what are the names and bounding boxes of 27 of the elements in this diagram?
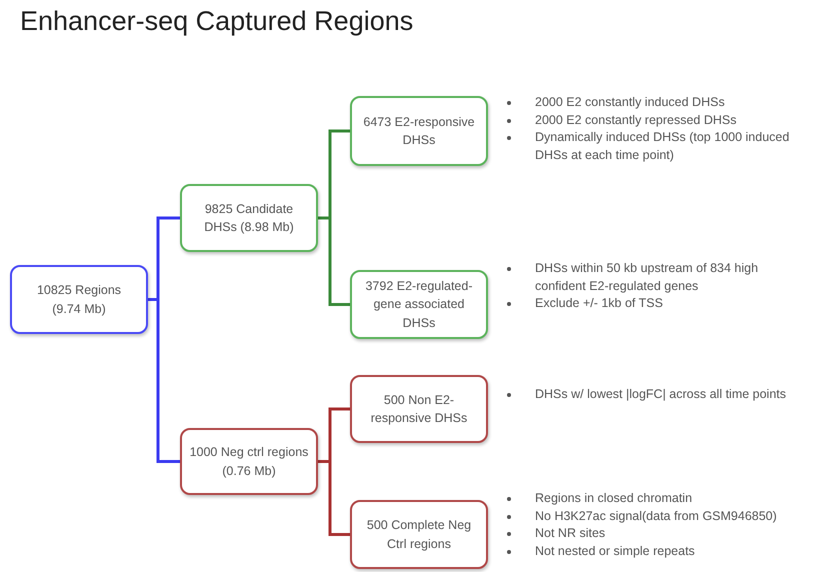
bracket-connector [318,460,350,536]
region-box [10,265,148,334]
bullet-note: Exclude +/- 1kb of TSS [535,296,663,310]
title: Enhancer-seq Captured Regions [20,6,414,37]
box-label: 6473 E2-responsive DHSs [362,114,476,149]
box-label: 3792 E2-regulated-gene associated DHSs [364,278,474,332]
box-label: 1000 Neg ctrl regions (0.76 Mb) [188,444,310,480]
bullet-note: 2000 E2 constantly repressed DHSs [535,112,736,126]
region-box [350,96,488,166]
bracket-connector [318,216,350,306]
bullet-note: Not NR sites [535,526,606,540]
bullet-note: Dynamically induced DHSs (top 1000 induced DHSs at each time point) [535,130,790,162]
box-label: 10825 Regions (9.74 Mb) [36,282,122,318]
bullet-note: Regions in closed chromatin [535,491,692,505]
bullet-note: Not nested or simple repeats [535,544,695,558]
bullet-note: 2000 E2 constantly induced DHSs [535,95,725,109]
region-box [350,500,488,569]
box-label: 500 Non E2-responsive DHSs [370,392,468,427]
bullet-note: DHSs w/ lowest |logFC| across all time points [535,387,786,401]
region-box [350,375,488,443]
bullet-note: DHSs within 50 kb upstream of 834 high confident E2-regulated genes [535,261,758,292]
bullet-note: No H3K27ac signal(data from GSM946850) [535,508,777,522]
region-box [180,184,318,252]
region-box [350,270,488,339]
region-box [180,428,318,495]
box-label: 500 Complete Neg Ctrl regions [366,517,472,553]
box-label: 9825 Candidate DHSs (8.98 Mb) [203,200,295,236]
